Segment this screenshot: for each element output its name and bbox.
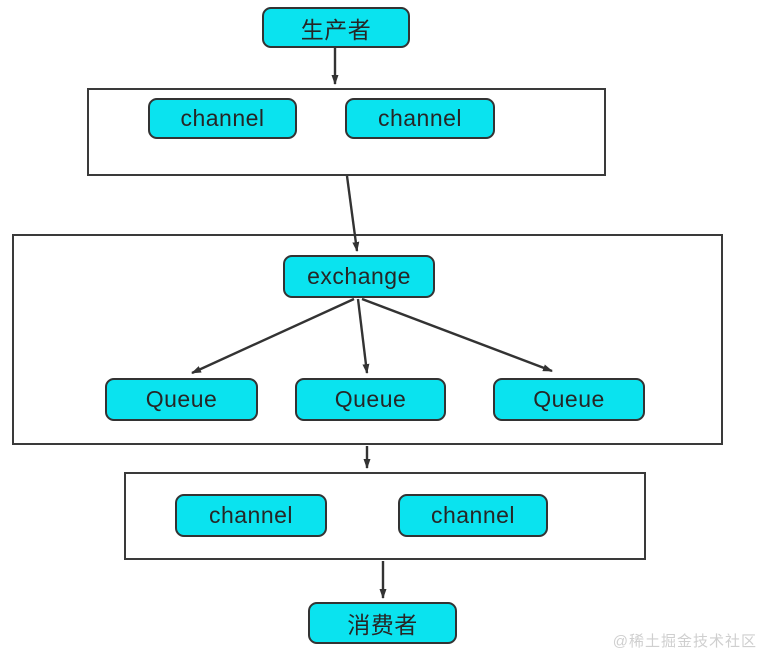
queue-node-2: Queue	[295, 378, 446, 421]
exchange-node: exchange	[283, 255, 435, 298]
queue-node-1: Queue	[105, 378, 258, 421]
producer-node: 生产者	[262, 7, 410, 48]
channel-node-top-1: channel	[148, 98, 297, 139]
channel-node-top-2: channel	[345, 98, 495, 139]
channel-node-bottom-2: channel	[398, 494, 548, 537]
consumer-node: 消费者	[308, 602, 457, 644]
watermark: @稀土掘金技术社区	[612, 633, 757, 650]
queue-node-3: Queue	[493, 378, 645, 421]
channel-node-bottom-1: channel	[175, 494, 327, 537]
